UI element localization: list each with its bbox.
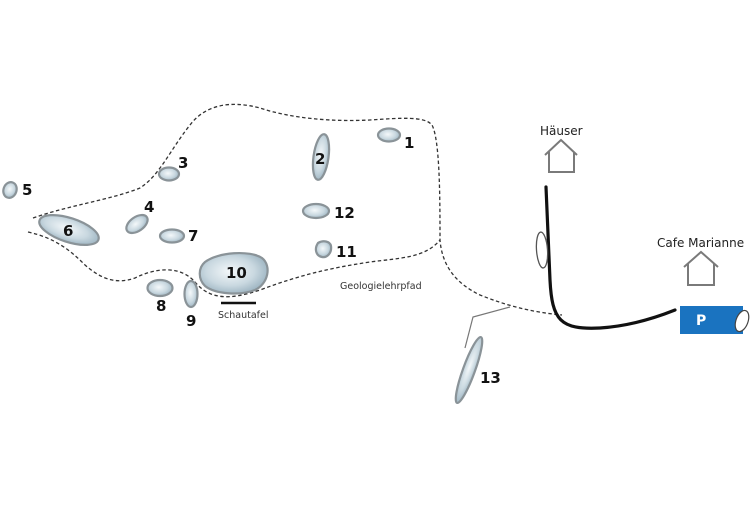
- road: [544, 185, 677, 330]
- stone-label-4: 4: [144, 198, 154, 216]
- side-path-13: [464, 306, 511, 349]
- stone-4[interactable]: 4: [123, 198, 154, 237]
- cafe-label: Cafe Marianne: [657, 236, 744, 250]
- stone-label-12: 12: [334, 204, 355, 222]
- stone-label-13: 13: [480, 369, 501, 387]
- stone-label-10: 10: [226, 264, 247, 282]
- stone-5[interactable]: 5: [1, 180, 32, 199]
- stone-9[interactable]: 9: [183, 279, 199, 330]
- stone-label-7: 7: [188, 227, 198, 245]
- cafe-house-icon: [683, 250, 719, 286]
- stone-8[interactable]: 8: [146, 278, 174, 315]
- stone-2[interactable]: 2: [310, 133, 331, 181]
- stone-label-1: 1: [404, 134, 414, 152]
- stone-label-5: 5: [22, 181, 32, 199]
- stone-12[interactable]: 12: [301, 202, 355, 222]
- sign-label: Schautafel: [218, 310, 269, 321]
- parking-stone: [734, 309, 750, 333]
- stone-1[interactable]: 1: [376, 127, 414, 153]
- stone-13[interactable]: 13: [451, 335, 501, 405]
- stone-label-2: 2: [315, 150, 325, 168]
- house-icon: [544, 138, 578, 173]
- stone-3[interactable]: 3: [157, 154, 188, 182]
- trail-path-upper: [32, 103, 563, 316]
- parking-label: P: [696, 313, 706, 329]
- outline-stone: [535, 231, 549, 269]
- stone-7[interactable]: 7: [158, 227, 198, 245]
- stone-10[interactable]: 10: [198, 252, 269, 295]
- stone-label-11: 11: [336, 243, 357, 261]
- parking-sign[interactable]: P: [680, 306, 743, 334]
- stone-6[interactable]: 6: [36, 209, 102, 251]
- stone-label-3: 3: [178, 154, 188, 172]
- stone-label-8: 8: [156, 297, 166, 315]
- trail-label: Geologielehrpfad: [340, 281, 422, 292]
- stone-11[interactable]: 11: [314, 240, 357, 261]
- stone-label-6: 6: [63, 222, 73, 240]
- stone-label-9: 9: [186, 312, 196, 330]
- trail-path-lower: [27, 231, 441, 298]
- houses-label: Häuser: [540, 124, 583, 138]
